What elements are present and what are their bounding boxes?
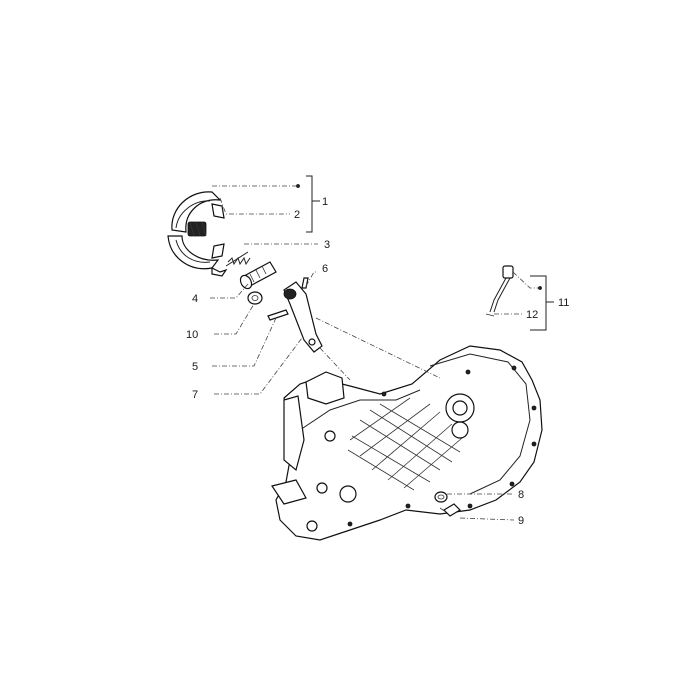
leader-lines	[210, 175, 554, 521]
callout-9: 9	[518, 515, 524, 527]
callout-6: 6	[322, 263, 328, 275]
callout-11: 11	[558, 297, 569, 309]
callout-2: 2	[294, 209, 300, 221]
plug-washer	[434, 491, 448, 503]
callout-8: 8	[518, 489, 524, 501]
callout-3: 3	[324, 239, 330, 251]
lever-bolt	[267, 309, 289, 321]
callout-12: 12	[526, 309, 538, 321]
shoe-clip	[211, 267, 228, 277]
lever-pin	[301, 277, 309, 289]
washer	[247, 291, 263, 305]
callout-4: 4	[192, 293, 198, 305]
callout-10: 10	[186, 329, 198, 341]
callout-7: 7	[192, 389, 198, 401]
drain-plug	[443, 503, 461, 517]
sensor-cable	[485, 265, 514, 317]
spring	[225, 251, 251, 267]
callout-1: 1	[322, 196, 328, 208]
brake-shoes	[167, 191, 225, 270]
crankcase-housing	[271, 345, 543, 541]
brake-lever	[283, 281, 323, 353]
callout-labels: 1 2 3 4 5 6 7 8 9 10 11 12	[186, 196, 569, 527]
cam-shaft	[239, 261, 277, 290]
callout-5: 5	[192, 361, 198, 373]
